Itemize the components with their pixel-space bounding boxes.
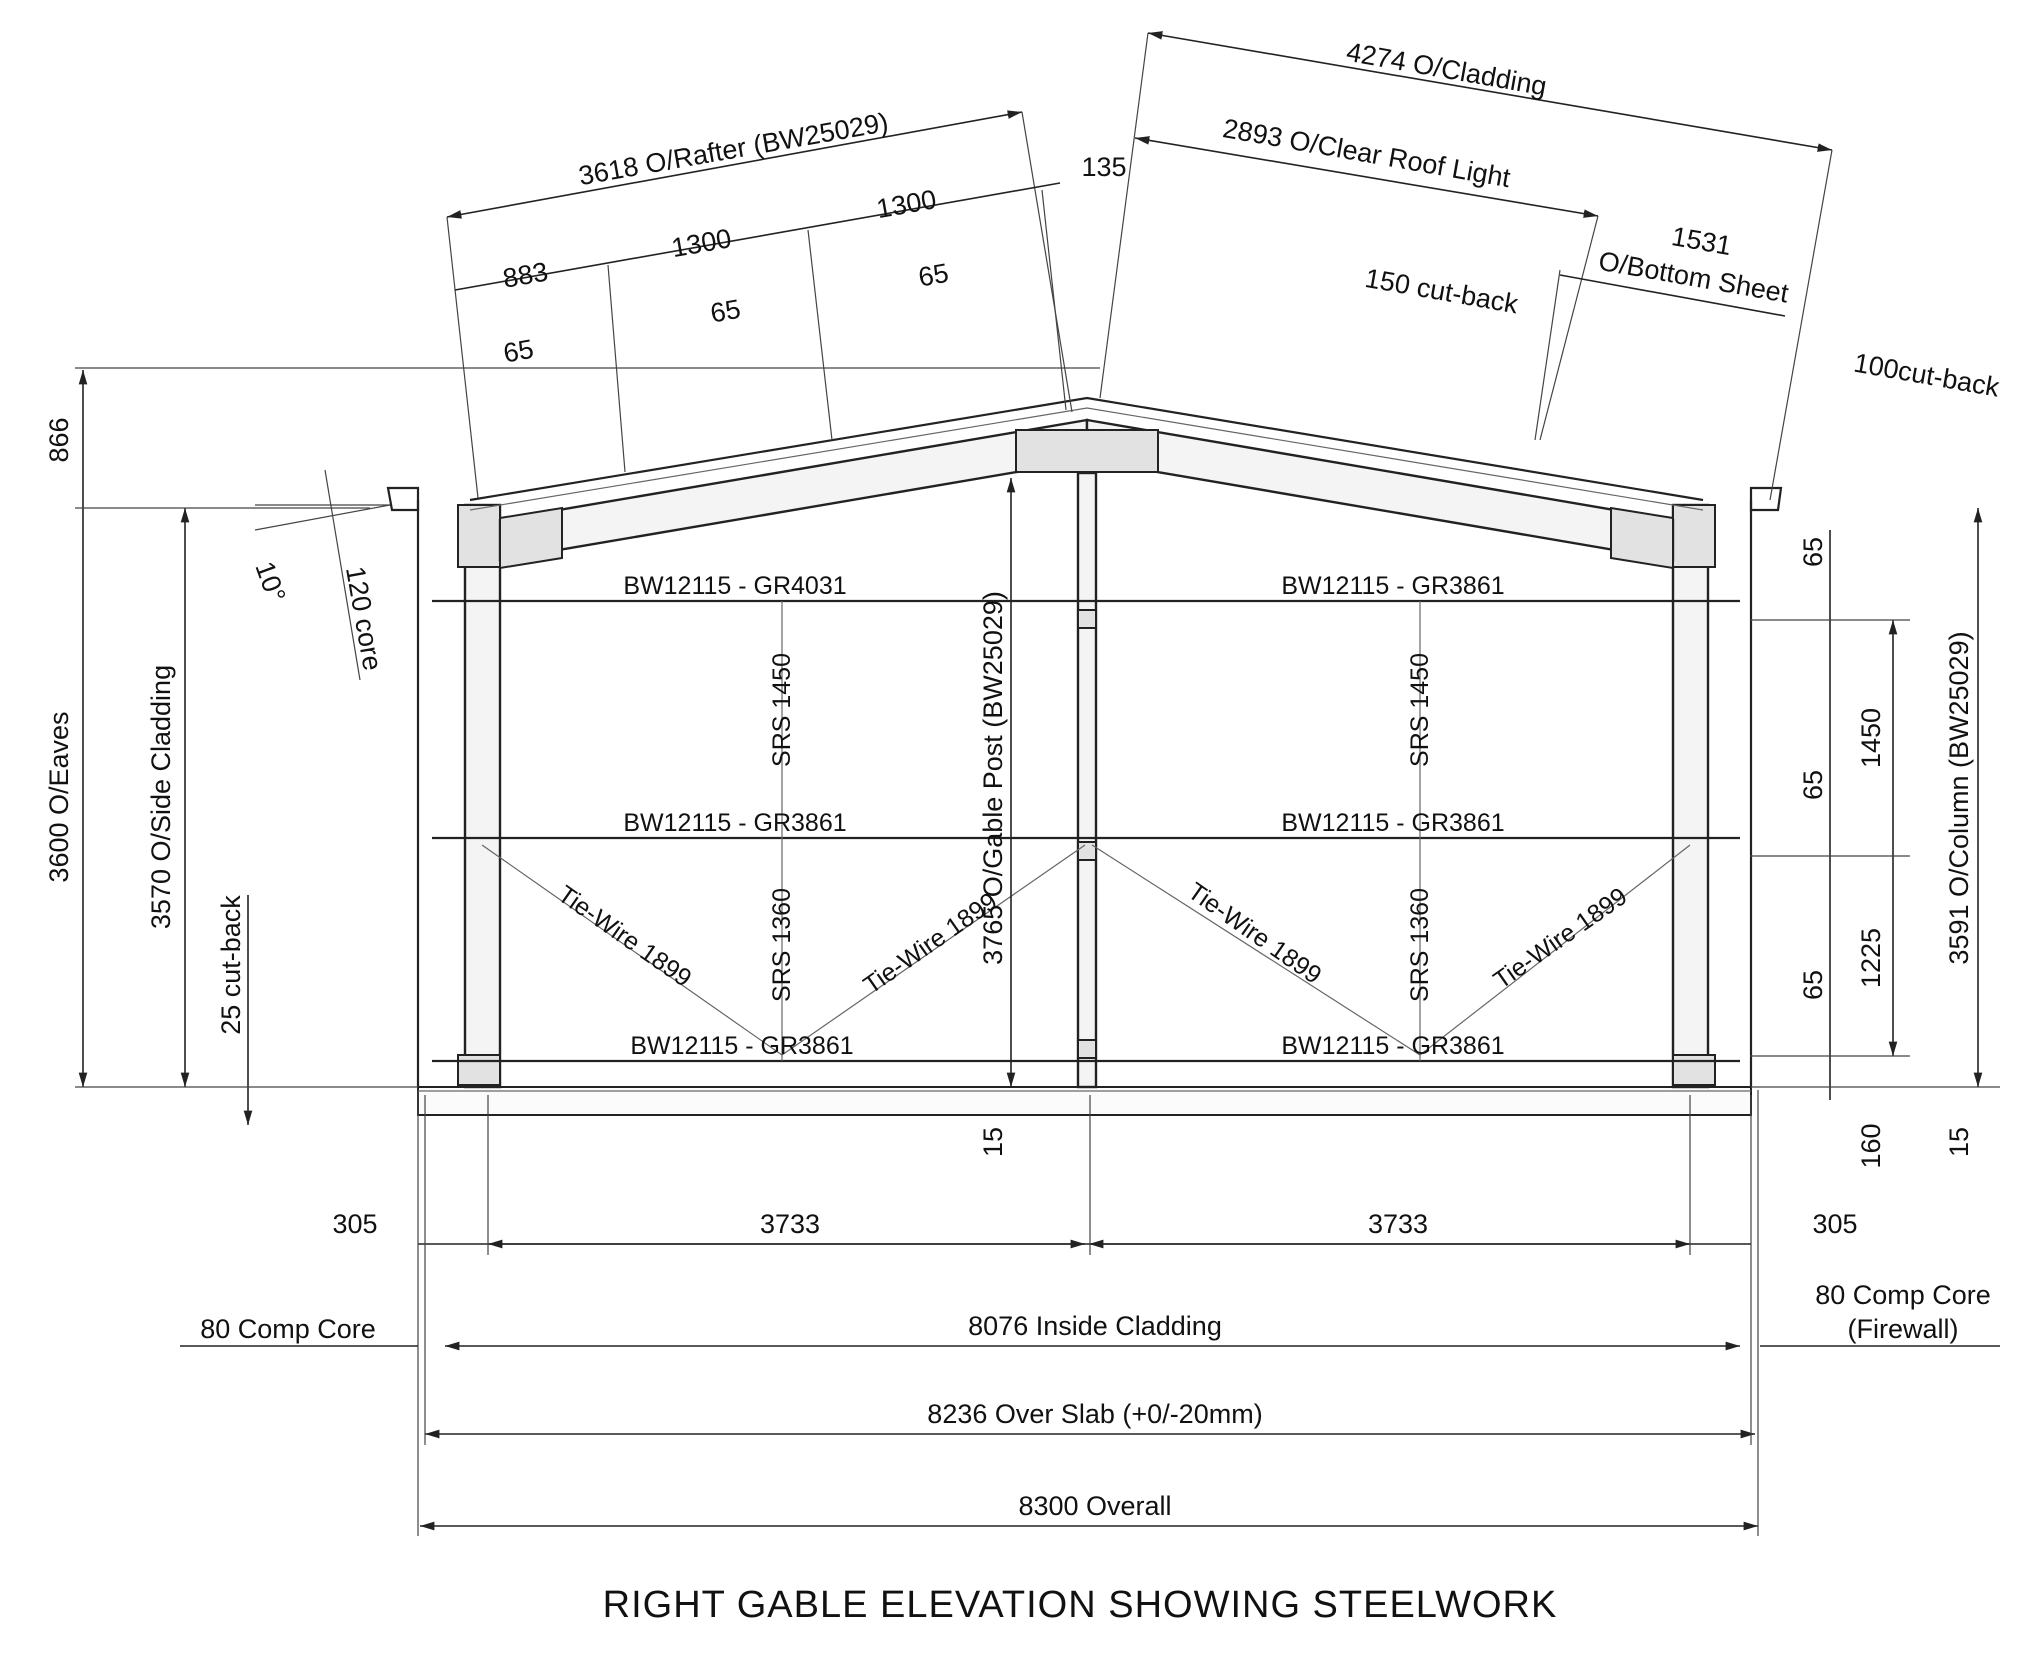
dim-line-rafter (446, 110, 1023, 219)
label-bay-right: 3733 (1368, 1209, 1428, 1239)
label-rail-right-3: BW12115 - GR3861 (1281, 1032, 1504, 1060)
label-65-c: 65 (916, 258, 951, 293)
label-65-right-b: 65 (1798, 770, 1828, 800)
gable-post (1076, 471, 1098, 1089)
label-firewall: (Firewall) (1848, 1314, 1959, 1344)
label-rail-left-3: BW12115 - GR3861 (630, 1032, 853, 1060)
label-pitch: 10° (249, 558, 291, 607)
label-25-cutback: 25 cut-back (216, 895, 246, 1035)
label-15-right: 15 (1944, 1127, 1974, 1157)
label-tie-wire-1: Tie-Wire 1899 (553, 880, 697, 992)
dim-line-roof-light (1134, 136, 1599, 218)
right-haunch (1610, 506, 1674, 570)
label-comp-core-left: 80 Comp Core (200, 1314, 376, 1344)
label-120-core: 120 core (340, 564, 388, 673)
label-side-cladding: 3570 O/Side Cladding (146, 665, 176, 929)
label-1450: 1450 (1856, 708, 1886, 768)
label-over-slab: 8236 Over Slab (+0/-20mm) (927, 1399, 1262, 1429)
left-gutter (386, 486, 420, 512)
label-rail-left-1: BW12115 - GR4031 (623, 572, 846, 600)
label-rail-left-2: BW12115 - GR3861 (623, 809, 846, 837)
label-eaves: 3600 O/Eaves (44, 711, 74, 882)
label-bay-left: 3733 (760, 1209, 820, 1239)
dim-line-cladding (1147, 31, 1833, 152)
left-haunch (499, 506, 563, 570)
gable-post-cleat-3 (1077, 1039, 1097, 1059)
label-866: 866 (44, 417, 74, 462)
label-rafter: 3618 O/Rafter (BW25029) (576, 107, 890, 191)
label-column: 3591 O/Column (BW25029) (1944, 631, 1974, 964)
roof-cladding (469, 396, 1704, 502)
dim-line-purlins (454, 182, 1061, 291)
right-gutter (1749, 486, 1783, 512)
label-160: 160 (1856, 1123, 1886, 1168)
label-305-right: 305 (1812, 1209, 1857, 1239)
label-purlin-883: 883 (501, 256, 551, 293)
label-tie-wire-4: Tie-Wire 1899 (1488, 882, 1632, 994)
label-65-right-c: 65 (1798, 970, 1828, 1000)
right-haunch-plate (1672, 504, 1716, 568)
tie-wire-2 (781, 844, 1086, 1056)
tie-wire-1 (481, 844, 783, 1056)
tie-wire-4 (1419, 844, 1691, 1056)
dim-line-bottom-sheet (1559, 274, 1786, 317)
label-purlin-1300-a: 1300 (669, 223, 733, 263)
label-srs-lower-left: SRS 1360 (768, 888, 796, 1002)
label-comp-core-right: 80 Comp Core (1815, 1280, 1991, 1310)
label-1531: 1531 (1669, 221, 1733, 261)
dimension-lines (75, 31, 2000, 1536)
label-overall: 8300 Overall (1018, 1491, 1171, 1521)
label-srs-upper-right: SRS 1450 (1406, 653, 1434, 767)
label-gable-post: 3765 O/Gable Post (BW25029) (978, 591, 1008, 965)
label-roof-light: 2893 O/Clear Roof Light (1221, 113, 1513, 193)
label-100-cutback: 100cut-back (1852, 348, 2003, 403)
label-65-a: 65 (501, 334, 536, 369)
label-rail-right-2: BW12115 - GR3861 (1281, 809, 1504, 837)
left-haunch-plate (457, 504, 501, 568)
right-base-plate (1672, 1054, 1716, 1086)
label-135: 135 (1081, 152, 1126, 182)
label-tie-wire-3: Tie-Wire 1899 (1183, 877, 1327, 989)
label-inside-cladding: 8076 Inside Cladding (968, 1311, 1222, 1341)
label-65-b: 65 (708, 294, 743, 329)
label-1225: 1225 (1856, 928, 1886, 988)
structure (386, 396, 1783, 1116)
label-srs-upper-left: SRS 1450 (768, 653, 796, 767)
left-column (463, 503, 502, 1089)
label-rail-right-1: BW12115 - GR3861 (1281, 572, 1504, 600)
label-305-left: 305 (332, 1209, 377, 1239)
label-65-right-a: 65 (1798, 537, 1828, 567)
tie-wire-3 (1091, 844, 1421, 1056)
label-purlin-1300-b: 1300 (874, 184, 938, 224)
label-150-cutback: 150 cut-back (1363, 263, 1521, 319)
right-column (1671, 503, 1710, 1089)
label-cladding: 4274 O/Cladding (1344, 37, 1549, 102)
left-base-plate (457, 1054, 501, 1086)
drawing-title: RIGHT GABLE ELEVATION SHOWING STEELWORK (603, 1584, 1558, 1626)
gable-post-cleat-2 (1077, 841, 1097, 861)
gable-post-cleat-1 (1077, 609, 1097, 629)
apex-plate (1015, 429, 1159, 473)
label-post-15: 15 (978, 1127, 1008, 1157)
label-srs-lower-right: SRS 1360 (1406, 888, 1434, 1002)
